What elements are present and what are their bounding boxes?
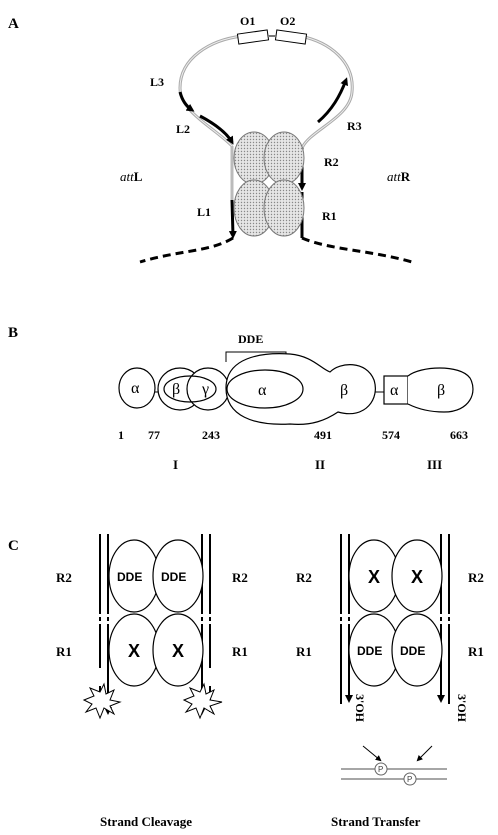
cleavage-site-r2-left: R2 <box>56 570 72 585</box>
site-l1-label: L1 <box>197 205 211 219</box>
attack-arrow-left <box>362 745 382 762</box>
domain-alpha-2 <box>226 369 304 409</box>
site-r3-arrow <box>317 77 348 124</box>
site-r3-label: R3 <box>347 119 362 133</box>
region-iii: III <box>427 457 442 472</box>
cleavage-site-r1-right: R1 <box>232 644 248 659</box>
domain-gamma-label: γ <box>201 381 209 398</box>
domain-alpha-2-label: α <box>258 382 267 399</box>
panel-c-letter: C <box>8 538 19 554</box>
cleavage-site-r2-right: R2 <box>232 570 248 585</box>
site-r1-label: R1 <box>322 209 337 223</box>
operator-o2-box <box>274 29 308 45</box>
cleavage-top-left-label: DDE <box>117 570 142 584</box>
site-l2-arrow <box>199 114 234 145</box>
phosphate-right-label: P <box>407 775 412 784</box>
phosphate-right-icon <box>403 772 417 786</box>
attr-label: attR <box>387 169 411 184</box>
region-ii: II <box>315 457 325 472</box>
attr-suffix: R <box>401 169 411 184</box>
caption-strand-cleavage: Strand Cleavage <box>100 814 192 829</box>
operator-o1-label: O1 <box>240 14 255 28</box>
left-strand-black <box>228 199 237 239</box>
panel-a-letter: A <box>8 16 19 32</box>
transfer-site-r2-right: R2 <box>468 570 484 585</box>
cleavage-bottom-left-label: X <box>128 641 140 661</box>
domain-beta-gamma-core <box>163 375 217 403</box>
dna-loop-inner <box>179 35 353 149</box>
left-flank-dna <box>139 236 234 264</box>
cleavage-burst-left-icon <box>82 682 122 720</box>
transfer-top-left-label: X <box>368 567 380 587</box>
cleavage-top-right-label: DDE <box>161 570 186 584</box>
site-r2-label: R2 <box>324 155 339 169</box>
attl-label: attL <box>120 169 143 184</box>
position-1: 1 <box>118 428 124 442</box>
position-491: 491 <box>314 428 332 442</box>
position-663: 663 <box>450 428 468 442</box>
transfer-site-r1-right: R1 <box>468 644 484 659</box>
domain-alpha-1-label: α <box>131 380 140 397</box>
tetramer-subunit-bottom-right <box>263 179 305 237</box>
domain-beta-3 <box>407 367 474 413</box>
transfer-3oh-right: 3'OH <box>455 694 469 723</box>
position-77: 77 <box>148 428 160 442</box>
site-l2-label: L2 <box>176 122 190 136</box>
dna-loop <box>178 34 354 149</box>
site-l3-label: L3 <box>150 75 164 89</box>
region-i: I <box>173 457 178 472</box>
transfer-site-r1-left: R1 <box>296 644 312 659</box>
domain-beta-3-label: β <box>437 382 445 399</box>
operator-o1-box <box>236 29 270 45</box>
cleavage-site-r1-left: R1 <box>56 644 72 659</box>
domain-beta-1-label: β <box>172 381 180 398</box>
domain-alpha-3-label: α <box>390 382 399 399</box>
position-243: 243 <box>202 428 220 442</box>
attr-italic: att <box>387 169 401 184</box>
transfer-subunit-top-right <box>391 539 443 613</box>
domain-beta-2-label: β <box>340 382 348 399</box>
phosphate-left-icon <box>374 762 388 776</box>
site-l3-arrow <box>178 91 195 112</box>
position-574: 574 <box>382 428 400 442</box>
cleavage-subunit-bottom-right <box>152 613 204 687</box>
phosphate-left-label: P <box>378 765 383 774</box>
transfer-top-right-label: X <box>411 567 423 587</box>
tetramer-subunit-top-right <box>263 131 305 185</box>
transfer-subunit-bottom-right <box>391 613 443 687</box>
transfer-bottom-left-label: DDE <box>357 644 382 658</box>
domain-alpha-1 <box>118 367 156 409</box>
transfer-bottom-right-label: DDE <box>400 644 425 658</box>
dde-bracket-label: DDE <box>238 332 263 346</box>
right-flank-dna <box>301 236 413 264</box>
cleavage-burst-right-icon <box>182 682 223 720</box>
cleavage-subunit-top-right <box>152 539 204 613</box>
cleavage-bottom-right-label: X <box>172 641 184 661</box>
transfer-3oh-left: 3'OH <box>353 694 367 723</box>
transfer-site-r2-left: R2 <box>296 570 312 585</box>
caption-strand-transfer: Strand Transfer <box>331 814 421 829</box>
attl-suffix: L <box>134 169 143 184</box>
operator-o2-label: O2 <box>280 14 295 28</box>
panel-b-letter: B <box>8 325 18 341</box>
attack-arrow-right <box>416 745 433 762</box>
attl-italic: att <box>120 169 134 184</box>
